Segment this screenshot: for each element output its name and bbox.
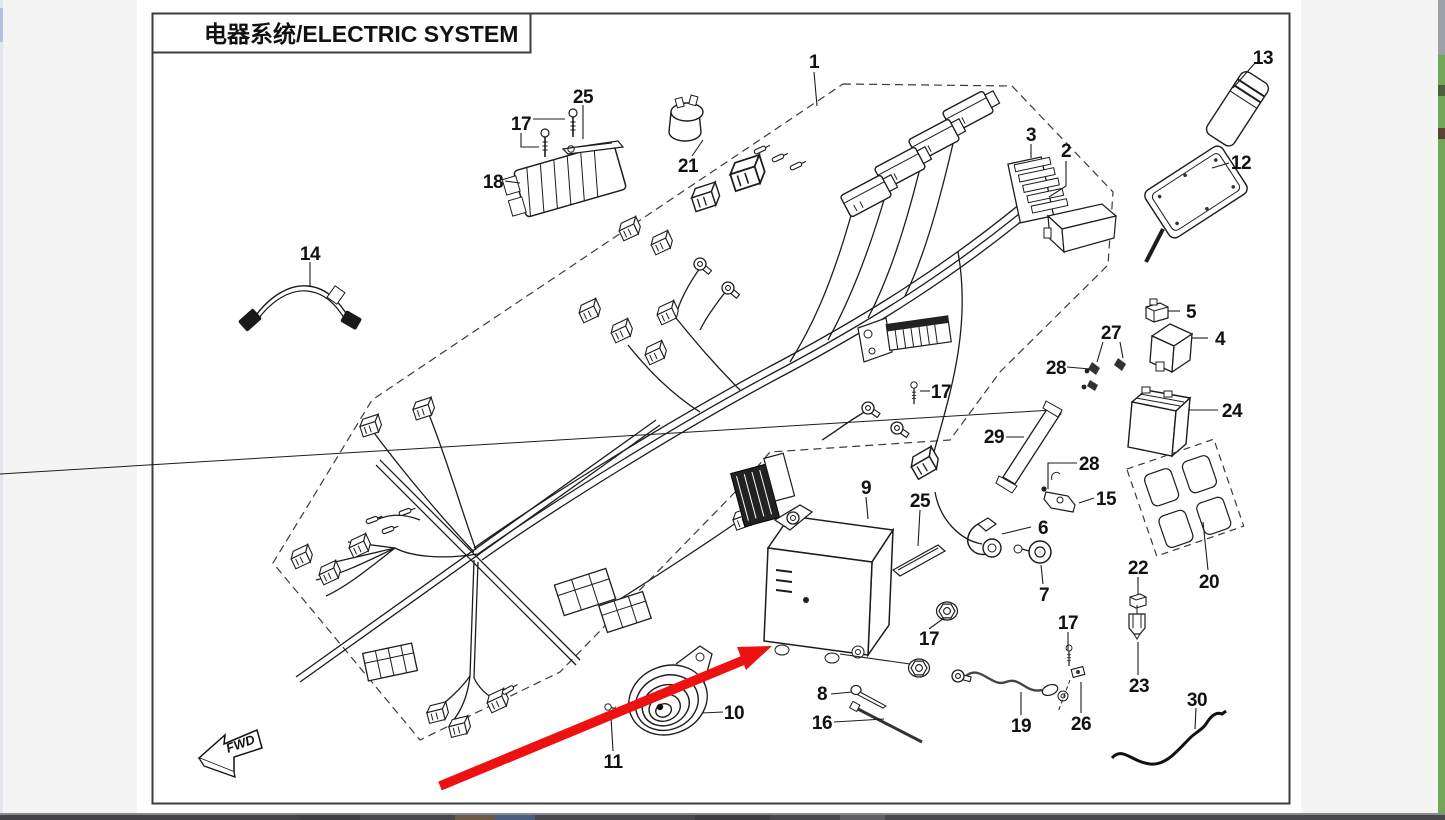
callout-1: 1 — [809, 52, 820, 73]
callout-18: 18 — [483, 172, 503, 193]
part-16-cable-tie — [848, 700, 923, 744]
callout-12: 12 — [1231, 153, 1251, 174]
part-25-sleeve — [891, 544, 947, 577]
callout-10: 10 — [724, 703, 744, 724]
callout-15: 15 — [1096, 489, 1117, 510]
callout-17c: 17 — [919, 629, 939, 650]
callout-17b: 17 — [931, 382, 951, 403]
callout-9: 9 — [861, 478, 871, 499]
callout-16: 16 — [812, 713, 832, 734]
taskbar-sliver — [0, 815, 1445, 820]
callout-25b: 25 — [910, 491, 931, 512]
callout-17a: 17 — [511, 114, 531, 135]
part-8-screw — [850, 684, 887, 709]
callout-29: 29 — [984, 427, 1004, 448]
harness-connectors — [288, 85, 1003, 738]
part-2-3-fuse-box — [1007, 156, 1118, 254]
part-25-bracket-top — [561, 140, 625, 155]
part-4-relay — [1149, 323, 1194, 374]
red-arrow-shaft — [438, 655, 746, 791]
part-26-sensor — [1057, 665, 1086, 713]
callout-22: 22 — [1128, 558, 1148, 579]
page-title: 电器系统/ELECTRIC SYSTEM — [204, 21, 518, 47]
fwd-marker: FWD — [197, 728, 263, 778]
window-right-edge — [1438, 0, 1445, 820]
part-15-bracket — [1041, 471, 1076, 513]
callout-7: 7 — [1039, 585, 1049, 606]
callout-23: 23 — [1129, 676, 1149, 697]
callout-4: 4 — [1215, 329, 1226, 350]
diagram-page — [137, 0, 1301, 813]
part-29-strip — [0, 400, 1063, 494]
part-17-bolt-b — [540, 128, 550, 158]
part-30-wire — [1110, 709, 1227, 766]
part-18-regulator — [501, 142, 627, 218]
callout-11: 11 — [603, 752, 623, 773]
callout-26: 26 — [1071, 714, 1091, 735]
part-17-bolt-a — [568, 108, 578, 138]
callout-5: 5 — [1186, 302, 1197, 323]
part-27-clips — [1081, 358, 1126, 391]
page-bottom-border — [0, 813, 1445, 815]
red-annotation-arrow — [438, 646, 772, 791]
callout-8: 8 — [817, 684, 827, 705]
part-13-cover — [1205, 71, 1270, 147]
part-24-battery — [1127, 386, 1192, 458]
red-arrow-head — [737, 646, 772, 670]
part-17-bolt-mid — [910, 381, 918, 405]
callout-labels: 1 2 3 4 5 6 7 8 9 10 11 12 13 14 15 16 1… — [300, 48, 1274, 773]
part-9-ecu — [763, 504, 895, 664]
part-17-hexbolt-b — [907, 658, 931, 678]
part-17-bolt-right — [1065, 644, 1073, 667]
part-20-pad-set — [1126, 438, 1245, 557]
callout-14: 14 — [300, 244, 321, 265]
part-1-wiring-harness — [295, 134, 1041, 723]
part-19-cable — [950, 668, 1069, 702]
callout-20: 20 — [1199, 572, 1219, 593]
callout-28b: 28 — [1079, 454, 1099, 475]
callout-24: 24 — [1222, 401, 1243, 422]
callout-28a: 28 — [1046, 358, 1066, 379]
part-12-control-module — [1144, 145, 1248, 263]
callout-leaders — [309, 62, 1256, 752]
harness-boundary-dashed — [272, 83, 1114, 741]
callout-19: 19 — [1011, 716, 1031, 737]
callout-13: 13 — [1253, 48, 1273, 69]
callout-25a: 25 — [573, 87, 594, 108]
part-23-bulb — [1128, 605, 1146, 640]
part-7-grommet — [1013, 540, 1052, 564]
part-6-clamp — [967, 517, 1002, 558]
diagram-border — [151, 12, 1291, 805]
callout-17d: 17 — [1058, 613, 1078, 634]
callout-30: 30 — [1187, 690, 1207, 711]
part-22-socket — [1129, 593, 1147, 609]
callout-2: 2 — [1061, 141, 1071, 162]
part-17-hexbolt-a — [935, 601, 959, 621]
part-14-cable — [238, 285, 362, 332]
callout-21: 21 — [678, 156, 699, 177]
window-left-edge — [0, 0, 3, 813]
part-5-relay-small — [1145, 298, 1169, 323]
callout-3: 3 — [1026, 125, 1036, 146]
title-box — [151, 12, 532, 54]
part-21-flasher — [668, 94, 704, 142]
callout-27: 27 — [1101, 323, 1121, 344]
callout-6: 6 — [1038, 518, 1048, 539]
